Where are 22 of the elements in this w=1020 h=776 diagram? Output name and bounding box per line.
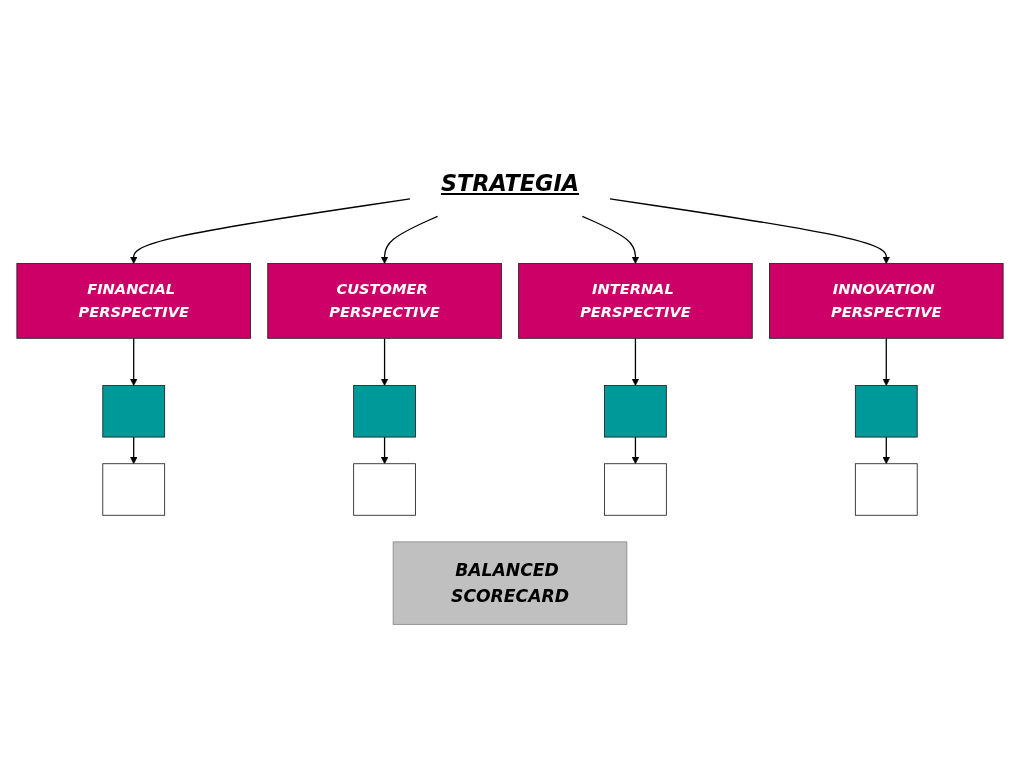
node-box: CUSTOMER PERSPECTIVE	[267, 263, 502, 339]
arrow	[609, 198, 891, 264]
arrow	[129, 198, 411, 264]
node-box	[353, 463, 416, 516]
node-box: FINANCIAL PERSPECTIVE	[16, 263, 251, 339]
node-box	[102, 385, 166, 438]
arrow	[380, 215, 439, 264]
arrow	[631, 337, 640, 386]
node-box	[604, 385, 667, 438]
node-box	[353, 385, 416, 438]
node-text: STRATEGIA	[440, 170, 580, 197]
arrow	[129, 337, 138, 386]
arrow	[581, 215, 640, 264]
node-box: INNOVATION PERSPECTIVE	[769, 263, 1004, 339]
node-box	[854, 385, 918, 438]
node-box: BALANCED SCORECARD	[392, 541, 628, 625]
node-box	[102, 463, 166, 516]
node-box: INTERNAL PERSPECTIVE	[518, 263, 753, 339]
arrow	[380, 337, 389, 386]
node-box	[604, 463, 667, 516]
arrow	[882, 337, 891, 386]
node-box	[854, 463, 918, 516]
